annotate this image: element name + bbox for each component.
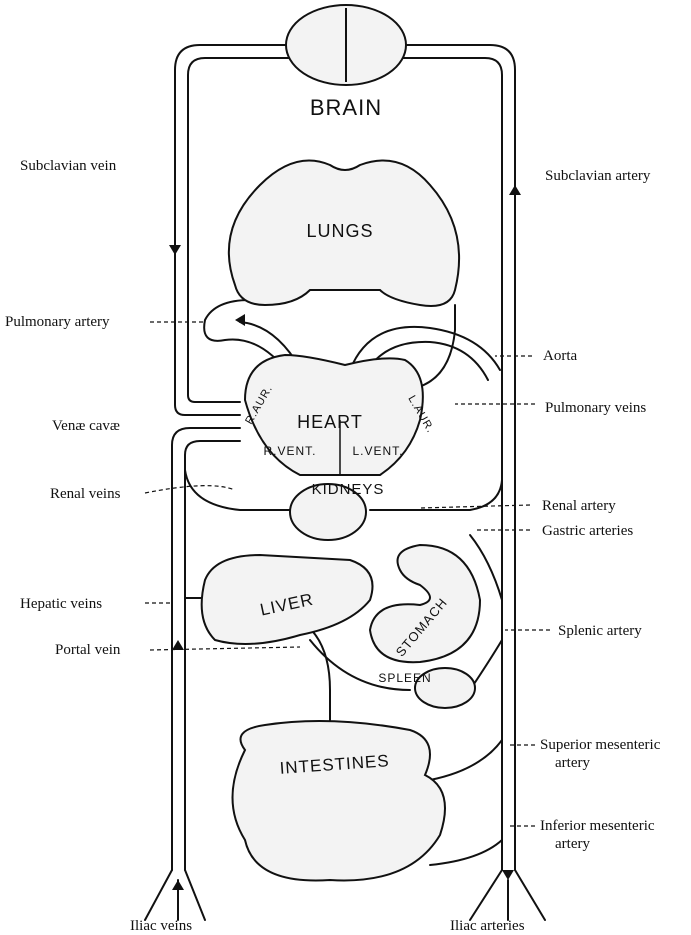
renal-veins-leader <box>145 486 235 493</box>
superior-mesenteric-vessel <box>430 740 502 780</box>
r-vent-label: R.VENT. <box>263 444 316 458</box>
arrow-up-icon <box>172 880 184 890</box>
pulmonary-artery-label: Pulmonary artery <box>5 314 110 330</box>
kidneys-label: KIDNEYS <box>312 481 385 498</box>
spleen-label: SPLEEN <box>378 671 431 685</box>
subclavian-vein-label: Subclavian vein <box>20 158 117 174</box>
splenic-artery-label: Splenic artery <box>558 623 642 639</box>
superior-mesenteric-label-1: Superior mesenteric <box>540 737 661 753</box>
pulmonary-veins-label: Pulmonary veins <box>545 400 646 416</box>
stomach-organ <box>370 545 480 662</box>
arrow-right-icon <box>235 314 245 326</box>
renal-veins-vessel <box>185 470 290 510</box>
iliac-veins-label: Iliac veins <box>130 918 192 934</box>
renal-artery-vessel <box>370 480 502 510</box>
arrow-up-icon <box>509 185 521 195</box>
lungs-label: LUNGS <box>306 221 373 241</box>
portal-vein-label: Portal vein <box>55 642 121 658</box>
hepatic-veins-label: Hepatic veins <box>20 596 102 612</box>
intestines-organ <box>233 721 446 881</box>
venae-cavae-label: Venæ cavæ <box>52 418 120 434</box>
renal-veins-label: Renal veins <box>50 486 121 502</box>
gastric-arteries-label: Gastric arteries <box>542 523 633 539</box>
iliac-veins-fork <box>145 870 205 920</box>
inferior-mesenteric-label-2: artery <box>555 836 590 852</box>
organs <box>202 5 480 881</box>
brain-label: BRAIN <box>310 95 382 120</box>
aorta-label: Aorta <box>543 348 577 364</box>
arrow-down-icon <box>502 870 514 880</box>
inferior-mesenteric-vessel <box>430 840 502 865</box>
l-vent-label: L.VENT. <box>352 444 403 458</box>
renal-artery-leader <box>420 505 530 508</box>
heart-label: HEART <box>297 412 363 432</box>
arrow-down-icon <box>169 245 181 255</box>
vena-cava-inner <box>185 441 240 870</box>
subclavian-artery-label: Subclavian artery <box>545 168 651 184</box>
superior-mesenteric-label-2: artery <box>555 755 590 771</box>
renal-artery-label: Renal artery <box>542 498 616 514</box>
iliac-arteries-label: Iliac arteries <box>450 918 525 934</box>
inferior-mesenteric-label-1: Inferior mesenteric <box>540 818 655 834</box>
arrow-up-icon <box>172 640 184 650</box>
